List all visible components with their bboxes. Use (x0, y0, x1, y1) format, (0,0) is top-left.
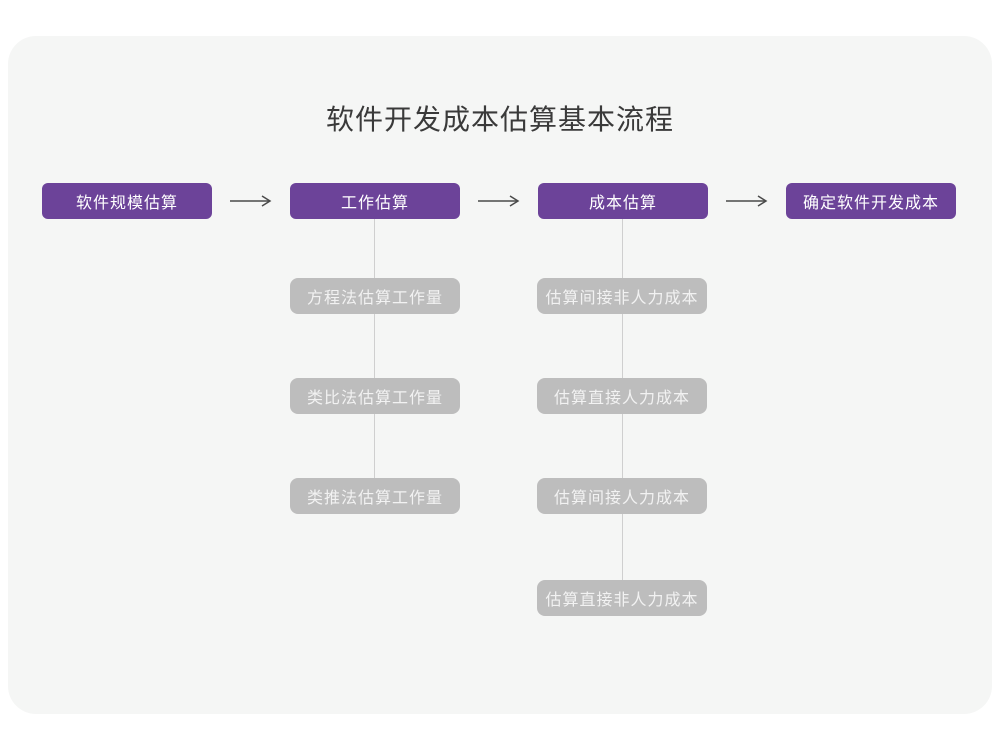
sub-step-box-direct-non-labor-cost: 估算直接非人力成本 (537, 580, 707, 616)
stage-box-cost-estimation: 成本估算 (538, 183, 708, 219)
sub-step-box-direct-labor-cost: 估算直接人力成本 (537, 378, 707, 414)
sub-step-box-indirect-non-labor-cost: 估算间接非人力成本 (537, 278, 707, 314)
connector-line-work-estimation (374, 219, 375, 496)
flowchart-card (8, 36, 992, 714)
stage-box-work-estimation: 工作估算 (290, 183, 460, 219)
right-arrow-icon (477, 194, 521, 207)
diagram-title: 软件开发成本估算基本流程 (325, 104, 674, 135)
sub-step-box-equation-method: 方程法估算工作量 (290, 278, 460, 314)
stage-box-determine-software-dev-cost: 确定软件开发成本 (786, 183, 956, 219)
sub-step-box-indirect-labor-cost: 估算间接人力成本 (537, 478, 707, 514)
right-arrow-icon (725, 194, 769, 207)
sub-step-box-analogy-method: 类比法估算工作量 (290, 378, 460, 414)
right-arrow-icon (229, 194, 273, 207)
sub-step-box-extrapolation-method: 类推法估算工作量 (290, 478, 460, 514)
stage-box-software-scale-estimation: 软件规模估算 (42, 183, 212, 219)
